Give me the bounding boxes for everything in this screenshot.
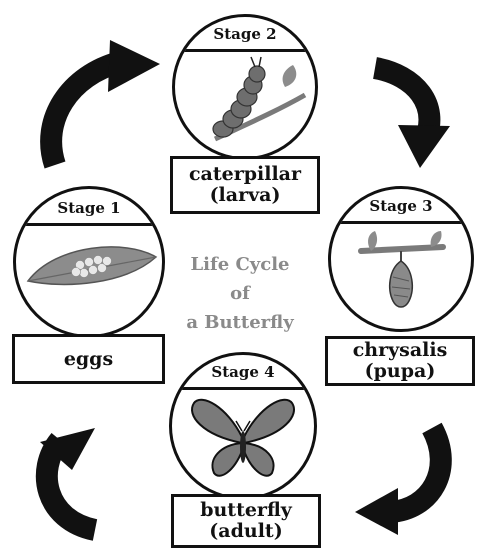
stage-3-label-line1: chrysalis <box>353 340 448 361</box>
butterfly-icon <box>172 355 314 497</box>
stage-3-circle: Stage 3 <box>328 186 474 332</box>
stage-2-label-line2: (larva) <box>210 185 281 206</box>
stage-1-label: eggs <box>12 334 165 384</box>
stage-4-circle: Stage 4 <box>169 352 317 500</box>
stage-4-label-line2: (adult) <box>209 521 282 542</box>
stage-1-circle: Stage 1 <box>13 186 165 338</box>
stage-2-circle: Stage 2 <box>172 14 318 160</box>
stage-3-label-line2: (pupa) <box>365 361 436 382</box>
stage-4-label-line1: butterfly <box>200 500 292 521</box>
caterpillar-icon <box>175 17 315 157</box>
stage-4-label: butterfly (adult) <box>171 494 321 548</box>
chrysalis-icon <box>331 189 471 329</box>
eggs-on-leaf-icon <box>16 189 162 335</box>
center-title: Life Cycle of a Butterfly <box>175 250 305 337</box>
stage-3-label: chrysalis (pupa) <box>325 336 475 386</box>
stage-1-label-text: eggs <box>64 349 113 370</box>
stage-2-label: caterpillar (larva) <box>170 156 320 214</box>
center-title-line2: of <box>175 279 305 308</box>
center-title-line1: Life Cycle <box>175 250 305 279</box>
stage-2-label-line1: caterpillar <box>189 164 301 185</box>
center-title-line3: a Butterfly <box>175 308 305 337</box>
